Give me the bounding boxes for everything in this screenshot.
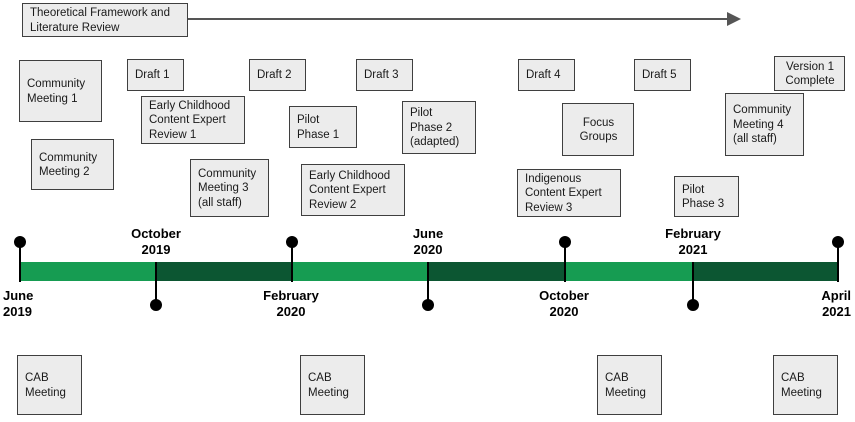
event-box-community-meeting-2: Community Meeting 2	[31, 139, 114, 190]
timeline-segment-4	[428, 262, 565, 281]
timeline-tick-line-october-2020	[564, 242, 566, 282]
timeline-progress-arrow-head	[727, 12, 741, 26]
timeline-segment-3	[292, 262, 428, 281]
event-box-cab-meeting-4: CAB Meeting	[773, 355, 838, 415]
event-box-draft-4: Draft 4	[518, 59, 575, 91]
timeline-tick-line-february-2020	[291, 242, 293, 282]
event-box-draft-3: Draft 3	[356, 59, 413, 91]
timeline-date-october-2019: October 2019	[131, 226, 181, 257]
timeline-progress-arrow-line	[188, 18, 728, 20]
event-box-ec-content-expert-review-2: Early Childhood Content Expert Review 2	[301, 164, 405, 216]
event-box-indigenous-content-expert-review-3: Indigenous Content Expert Review 3	[517, 169, 621, 217]
event-box-cab-meeting-1: CAB Meeting	[17, 355, 82, 415]
event-box-pilot-phase-2: Pilot Phase 2 (adapted)	[402, 101, 476, 154]
timeline-date-october-2020: October 2020	[539, 288, 589, 319]
timeline-segment-5	[565, 262, 693, 281]
event-box-ec-content-expert-review-1: Early Childhood Content Expert Review 1	[141, 96, 245, 144]
timeline-date-february-2020: February 2020	[263, 288, 319, 319]
timeline-tick-line-february-2021	[692, 262, 694, 304]
timeline-tick-dot-february-2021	[687, 299, 699, 311]
timeline-tick-line-june-2019	[19, 242, 21, 282]
event-box-cab-meeting-3: CAB Meeting	[597, 355, 662, 415]
event-box-draft-2: Draft 2	[249, 59, 306, 91]
event-box-focus-groups: Focus Groups	[562, 103, 634, 156]
timeline-segment-2	[156, 262, 292, 281]
timeline-segment-6	[693, 262, 838, 281]
event-box-community-meeting-4: Community Meeting 4 (all staff)	[725, 93, 804, 156]
timeline-date-april-2021: April 2021	[821, 288, 851, 319]
event-box-community-meeting-1: Community Meeting 1	[19, 60, 102, 122]
event-box-pilot-phase-3: Pilot Phase 3	[674, 176, 739, 217]
timeline-date-june-2019: June 2019	[3, 288, 34, 319]
event-box-community-meeting-3: Community Meeting 3 (all staff)	[190, 159, 269, 217]
event-box-version-1-complete: Version 1 Complete	[774, 56, 845, 91]
event-box-draft-5: Draft 5	[634, 59, 691, 91]
timeline-segment-1	[20, 262, 156, 281]
event-box-draft-1: Draft 1	[127, 59, 184, 91]
timeline-tick-line-april-2021	[837, 242, 839, 282]
timeline-date-february-2021: February 2021	[665, 226, 721, 257]
timeline-tick-dot-june-2020	[422, 299, 434, 311]
timeline-tick-dot-october-2019	[150, 299, 162, 311]
phase-box-theoretical-framework: Theoretical Framework and Literature Rev…	[22, 3, 188, 37]
event-box-cab-meeting-2: CAB Meeting	[300, 355, 365, 415]
timeline-tick-line-june-2020	[427, 262, 429, 304]
event-box-pilot-phase-1-visible: Pilot Phase 1	[289, 106, 357, 148]
timeline-date-june-2020: June 2020	[412, 226, 444, 257]
timeline-tick-line-october-2019	[155, 262, 157, 304]
